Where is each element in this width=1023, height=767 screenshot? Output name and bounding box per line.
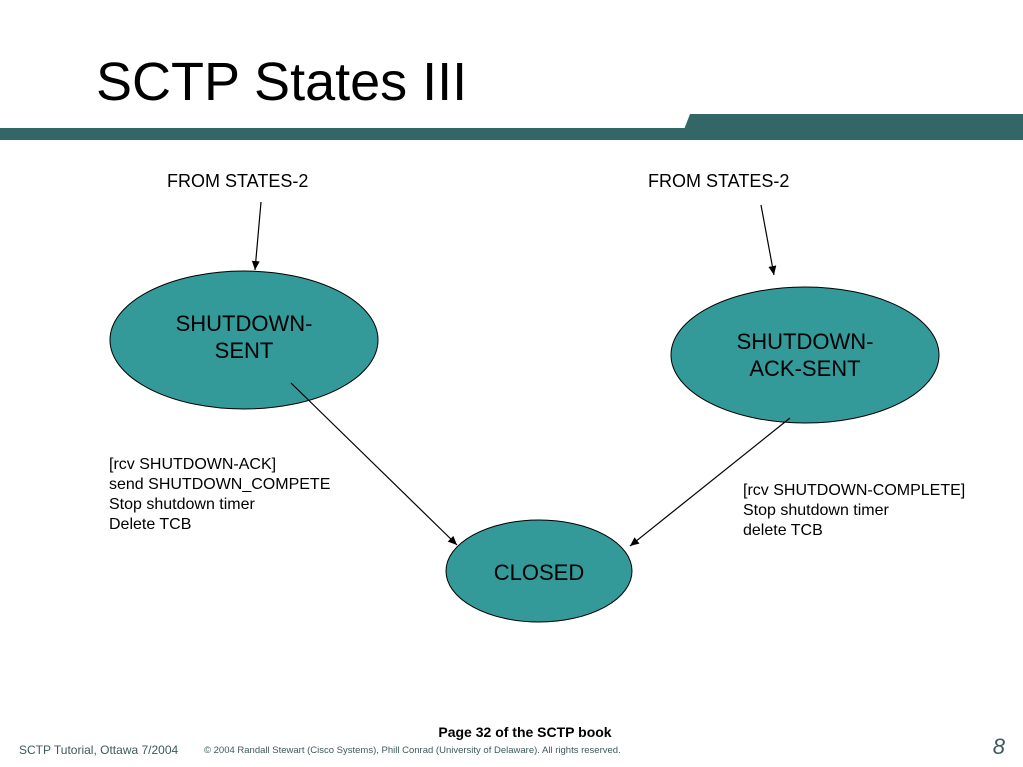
- page-number: 8: [992, 734, 1005, 759]
- banner-raised-block: [680, 114, 1023, 140]
- state-label-closed: CLOSED: [493, 560, 585, 585]
- transition-arrow-right: [629, 417, 791, 547]
- footer-tutorial-label: SCTP Tutorial, Ottawa 7/2004: [19, 743, 179, 757]
- title-banner: [0, 114, 1023, 140]
- slide-title: SCTP States III: [96, 52, 468, 112]
- entry-label-left: FROM STATES-2: [167, 171, 309, 191]
- state-label-shutdown-sent: SHUTDOWN- SENT: [175, 311, 313, 363]
- state-label-shutdown-ack-sent: SHUTDOWN- ACK-SENT: [736, 329, 874, 381]
- state-shutdown-ack-sent: [670, 286, 940, 424]
- entry-arrow-right: [760, 204, 777, 276]
- transition-label-left: [rcv SHUTDOWN-ACK] send SHUTDOWN_COMPETE…: [109, 456, 331, 533]
- state-closed: [445, 519, 633, 623]
- footer-copyright: © 2004 Randall Stewart (Cisco Systems), …: [204, 745, 621, 756]
- page-caption: Page 32 of the SCTP book: [438, 724, 612, 740]
- state-shutdown-sent: [109, 270, 379, 410]
- transition-label-right: [rcv SHUTDOWN-COMPLETE] Stop shutdown ti…: [743, 482, 966, 539]
- entry-label-right: FROM STATES-2: [648, 171, 790, 191]
- transition-arrow-left: [290, 382, 458, 546]
- entry-arrow-left: [251, 201, 262, 271]
